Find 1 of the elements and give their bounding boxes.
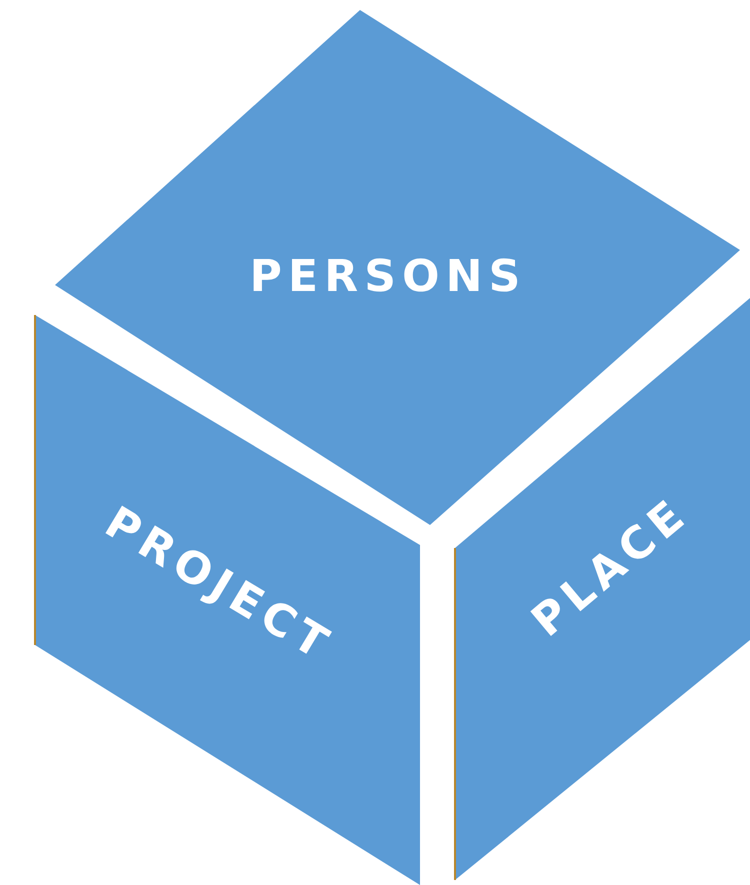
node-label: PERSONS [254,258,518,292]
